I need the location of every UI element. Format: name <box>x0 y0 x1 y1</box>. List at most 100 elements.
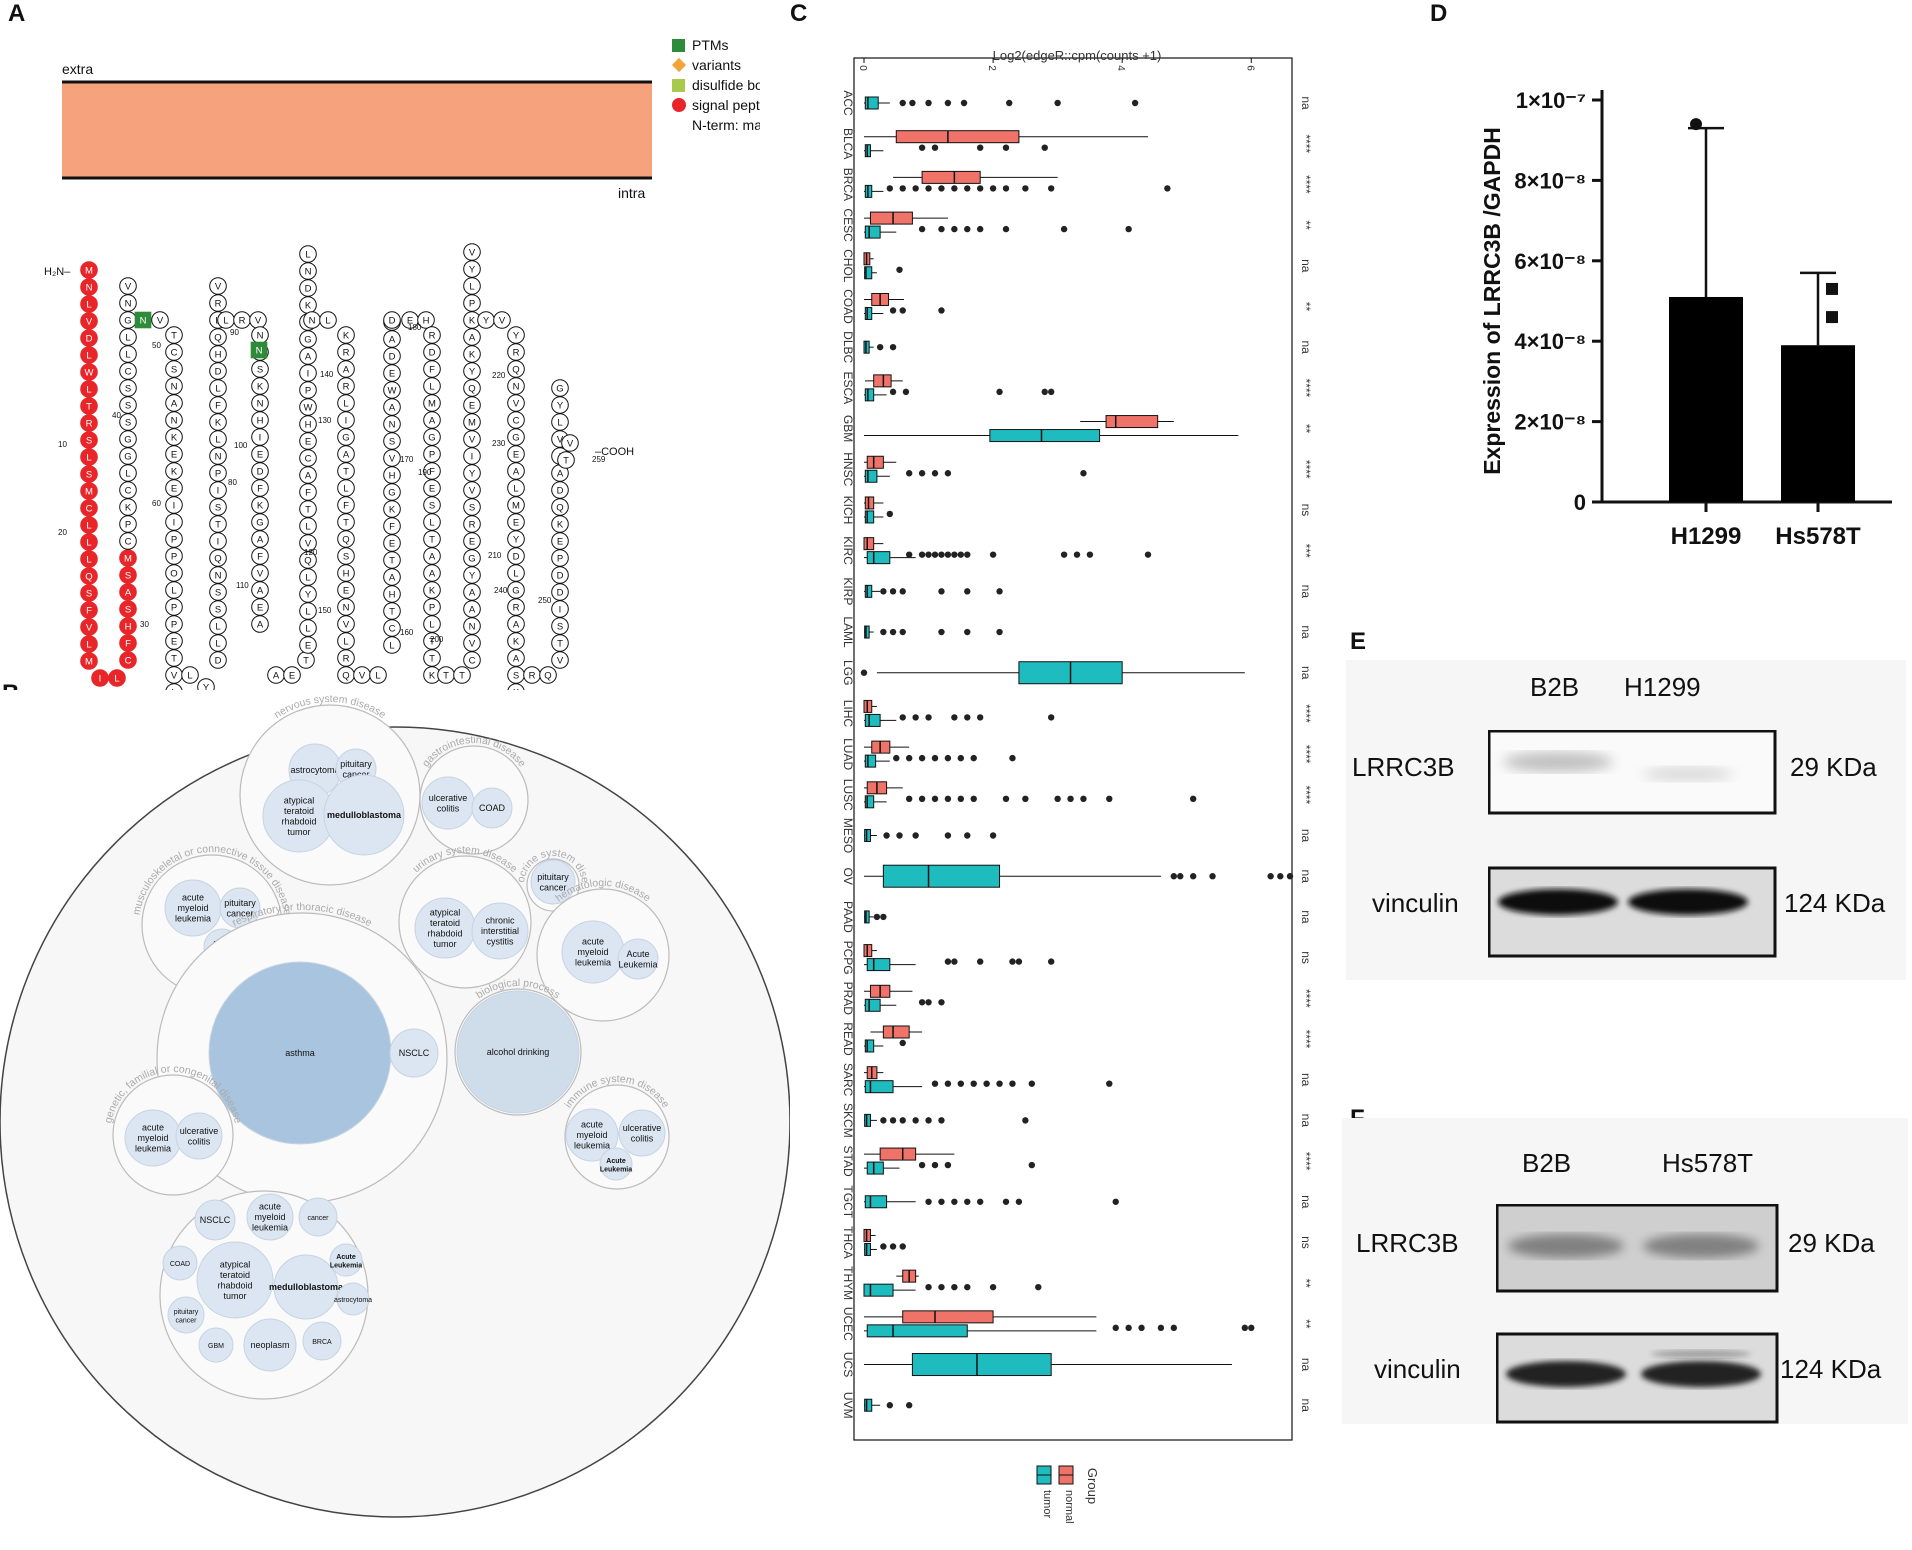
residue: L <box>80 550 98 568</box>
svg-text:V: V <box>86 317 93 328</box>
residue: F <box>383 517 401 535</box>
svg-text:L: L <box>305 607 310 618</box>
svg-text:A: A <box>305 471 312 482</box>
svg-text:Y: Y <box>513 535 520 546</box>
outlier <box>883 832 890 839</box>
bubble-label: pituitary <box>174 1309 199 1316</box>
residue: A <box>267 666 285 684</box>
residue: L <box>299 602 317 620</box>
residue-number: 250 <box>538 596 552 605</box>
svg-text:K: K <box>171 467 178 478</box>
residue: H <box>119 617 137 635</box>
bubble-label: medulloblastoma <box>327 810 402 820</box>
outlier <box>996 1080 1003 1087</box>
category-label: CHOL <box>841 249 855 283</box>
outlier <box>899 628 906 636</box>
svg-text:L: L <box>343 637 348 648</box>
svg-text:N: N <box>256 346 263 357</box>
residue: R <box>337 343 355 361</box>
outlier <box>944 1161 952 1169</box>
outlier <box>989 551 997 558</box>
svg-text:L: L <box>305 573 310 584</box>
category-label: ESCA <box>841 372 855 405</box>
svg-text:A: A <box>257 535 264 546</box>
svg-text:T: T <box>429 654 435 665</box>
residue: L <box>217 311 235 329</box>
svg-text:L: L <box>125 350 130 361</box>
outlier <box>1080 795 1087 803</box>
residue: C <box>119 362 137 380</box>
svg-text:H: H <box>423 316 430 327</box>
bar <box>1781 345 1855 502</box>
category-label: UCS <box>841 1352 855 1377</box>
svg-text:L: L <box>305 250 310 261</box>
bubble-label: teratoid <box>430 918 460 928</box>
outlier <box>1022 795 1029 803</box>
svg-text:N: N <box>171 382 178 393</box>
svg-text:L: L <box>513 484 518 495</box>
svg-text:C: C <box>125 656 132 667</box>
svg-text:Y: Y <box>469 265 476 276</box>
residue: N <box>80 278 98 296</box>
residue: L <box>383 636 401 654</box>
svg-text:S: S <box>86 436 92 447</box>
svg-text:A: A <box>469 333 476 344</box>
residue: H <box>337 564 355 582</box>
svg-text:P: P <box>171 552 177 563</box>
residue: R <box>233 311 251 329</box>
residue: G <box>551 379 569 397</box>
residue: V <box>507 394 525 412</box>
svg-text:L: L <box>215 384 220 395</box>
residue: N <box>251 326 269 344</box>
box-row-luad: LUAD**** <box>841 738 1313 770</box>
legend-item: disulfide bonds <box>672 77 760 93</box>
residue: Y <box>507 530 525 548</box>
outlier <box>964 832 971 839</box>
outlier <box>925 99 932 107</box>
bubble-label: cystitis <box>487 937 515 947</box>
outlier <box>889 388 897 396</box>
svg-text:K: K <box>305 301 312 312</box>
bubble-label: acute <box>582 937 604 947</box>
svg-text:T: T <box>171 331 177 342</box>
svg-text:A: A <box>389 573 396 584</box>
bubble-label: interstitial <box>481 926 519 936</box>
outlier <box>1006 99 1013 107</box>
residue: L <box>80 346 98 364</box>
outlier <box>1054 99 1061 107</box>
bubble-label: cancer <box>342 769 369 779</box>
residue: F <box>251 547 269 565</box>
bubble-label: acute <box>142 1123 164 1133</box>
outlier <box>880 588 887 595</box>
residue: H <box>251 411 269 429</box>
residue: L <box>299 619 317 637</box>
svg-text:W: W <box>85 368 94 379</box>
residue: E <box>165 445 183 463</box>
residue: S <box>551 617 569 635</box>
svg-text:D: D <box>429 348 436 359</box>
axis-label: Log2(edgeR::cpm(counts +1) <box>993 48 1162 63</box>
outlier <box>886 1402 894 1409</box>
svg-text:T: T <box>557 639 563 650</box>
svg-text:D: D <box>513 552 520 563</box>
membrane-region <box>62 82 652 178</box>
svg-text:T: T <box>305 505 311 516</box>
outlier <box>1002 144 1010 151</box>
residue: Q <box>507 360 525 378</box>
svg-text:V: V <box>343 620 350 631</box>
residue: R <box>507 343 525 361</box>
box-row-brca: BRCA**** <box>841 168 1313 201</box>
intra-label: intra <box>618 185 645 201</box>
residue: L <box>181 666 199 684</box>
residue: E <box>423 479 441 497</box>
significance-label: **** <box>1299 1152 1313 1171</box>
outlier <box>1041 388 1048 396</box>
residue: V <box>337 615 355 633</box>
svg-text:P: P <box>429 603 435 614</box>
